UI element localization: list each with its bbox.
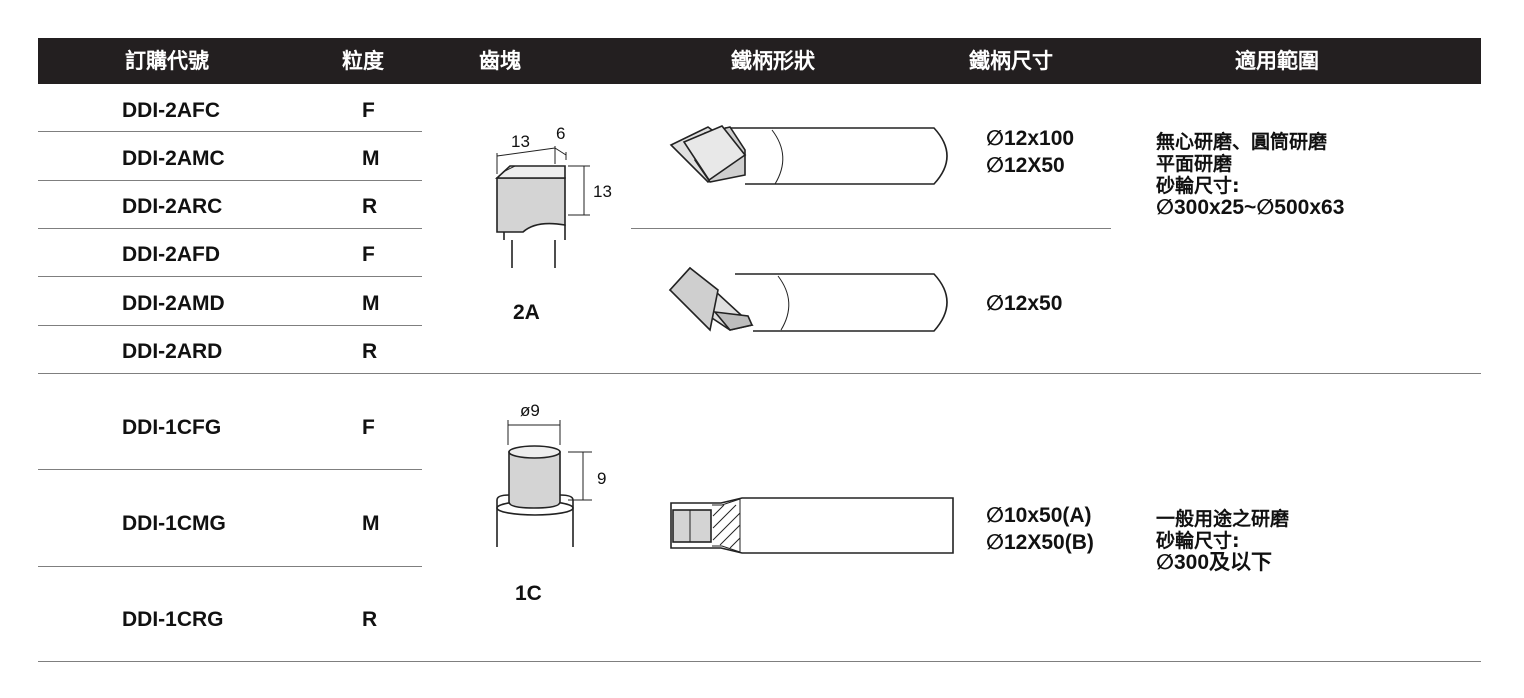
shank-divider — [631, 228, 1111, 229]
shank-size-line: ∅12X50(B) — [986, 531, 1094, 554]
shank-c-drawing — [670, 497, 954, 554]
dim-1c-height: 9 — [597, 469, 607, 488]
dim-2a-depth: 6 — [556, 124, 566, 143]
application-line: 砂輪尺寸: — [1156, 530, 1240, 552]
row-divider — [38, 276, 422, 277]
shank-size-a: ∅12x100 ∅12X50 — [986, 125, 1074, 179]
dim-2a-height: 13 — [593, 182, 612, 201]
row-divider — [38, 469, 422, 470]
application-line: 砂輪尺寸: — [1156, 175, 1240, 197]
grit-value: F — [362, 243, 375, 266]
order-code: DDI-1CFG — [122, 416, 222, 439]
shank-a-drawing — [669, 125, 948, 185]
dim-2a-width: 13 — [511, 132, 530, 151]
application-line: 無心研磨、圓筒研磨 — [1156, 131, 1328, 153]
order-code: DDI-1CMG — [122, 512, 226, 535]
shank-size-line: ∅12X50 — [986, 154, 1065, 177]
row-divider — [38, 228, 422, 229]
grit-value: M — [362, 147, 380, 170]
order-code: DDI-2AFD — [122, 243, 220, 266]
shank-size-c: ∅10x50(A) ∅12X50(B) — [986, 502, 1094, 556]
order-code: DDI-2ARC — [122, 195, 223, 218]
order-code: DDI-2AMD — [122, 292, 225, 315]
application-line: ∅300及以下 — [1156, 551, 1273, 574]
table-header: 訂購代號 粒度 齒塊 鐵柄形狀 鐵柄尺寸 適用範圍 — [38, 38, 1481, 84]
tip-2a-label: 2A — [513, 301, 540, 324]
header-grit: 粒度 — [342, 49, 384, 73]
shank-size-line: ∅10x50(A) — [986, 504, 1092, 527]
shank-b-drawing — [668, 266, 948, 332]
application-line: 一般用途之研磨 — [1156, 508, 1290, 530]
application-group-2: 一般用途之研磨 砂輪尺寸: ∅300及以下 — [1156, 508, 1289, 574]
grit-value: M — [362, 512, 380, 535]
header-tip: 齒塊 — [479, 49, 521, 73]
tip-1c-drawing — [496, 420, 592, 547]
shank-size-line: ∅12x50 — [986, 292, 1063, 315]
table-bottom-rule — [38, 661, 1481, 662]
row-divider — [38, 180, 422, 181]
grit-value: R — [362, 195, 378, 218]
grit-value: F — [362, 416, 375, 439]
grit-value: F — [362, 99, 375, 122]
row-divider — [38, 566, 422, 567]
grit-value: R — [362, 608, 378, 631]
dim-1c-diameter: ø9 — [520, 401, 540, 420]
tip-1c-label: 1C — [515, 582, 542, 605]
grit-value: R — [362, 340, 378, 363]
shank-size-line: ∅12x100 — [986, 127, 1075, 150]
order-code: DDI-2AFC — [122, 99, 220, 122]
group-divider — [38, 373, 1481, 374]
order-code: DDI-1CRG — [122, 608, 224, 631]
order-code: DDI-2AMC — [122, 147, 225, 170]
application-group-1: 無心研磨、圓筒研磨 平面研磨 砂輪尺寸: ∅300x25~∅500x63 — [1156, 131, 1344, 219]
shank-size-b: ∅12x50 — [986, 290, 1062, 317]
tip-2a-drawing — [494, 146, 590, 268]
order-code: DDI-2ARD — [122, 340, 223, 363]
header-application: 適用範圍 — [1235, 49, 1319, 73]
header-shank-size: 鐵柄尺寸 — [969, 49, 1053, 73]
application-line: ∅300x25~∅500x63 — [1156, 196, 1345, 219]
application-line: 平面研磨 — [1156, 153, 1233, 175]
grit-value: M — [362, 292, 380, 315]
row-divider — [38, 131, 422, 132]
header-code: 訂購代號 — [125, 49, 209, 73]
row-divider — [38, 325, 422, 326]
header-shank-shape: 鐵柄形狀 — [731, 49, 815, 73]
